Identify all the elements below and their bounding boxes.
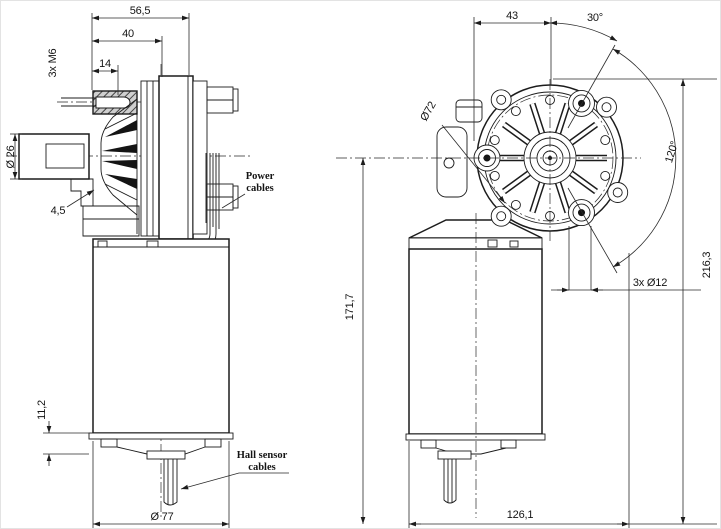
front-view: 43 30° 120° Ø72 3x Ø12 216,3 17 (336, 10, 717, 528)
dim-axis-offset: 43 (506, 10, 518, 22)
motor-body-front (405, 219, 546, 504)
dim-depth-total: 56,5 (130, 5, 151, 17)
dim-angle-top: 30° (587, 12, 603, 24)
dim-flange-offset: 4,5 (51, 205, 66, 217)
hall-sensor-label-line1: Hall sensor (237, 450, 288, 461)
bolt-bosses (473, 89, 595, 227)
side-view: 56,5 40 14 3x M6 Ø 26 4,5 11,2 (5, 5, 289, 528)
power-cables-label-line2: cables (246, 183, 273, 194)
motor-body-side (88, 238, 234, 506)
dim-angle-between-holes: 120° (663, 140, 681, 165)
dim-motor-diameter: Ø 77 (150, 511, 173, 523)
mounting-lug-hole (443, 157, 455, 169)
dim-thread-depth: 14 (99, 58, 111, 70)
dim-cap-height: 11,2 (36, 400, 48, 420)
flange-steps (70, 178, 140, 237)
hall-sensor-label: Hall sensor cables (180, 450, 289, 490)
dim-bolt-circle: Ø72 (418, 100, 439, 124)
dim-motor-height: 171,7 (344, 294, 356, 321)
dim-shaft-diameter: Ø 26 (5, 145, 17, 168)
dim-tapped-holes: 3x M6 (47, 48, 59, 77)
gearbox-housing-side (140, 75, 239, 240)
power-cables-label: Power cables (221, 171, 275, 209)
side-view-dimensions: 56,5 40 14 3x M6 Ø 26 4,5 11,2 (5, 5, 230, 528)
dim-width-total: 126,1 (507, 509, 534, 521)
front-view-dimensions: 43 30° 120° Ø72 3x Ø12 216,3 17 (344, 10, 717, 528)
terminal-cap (455, 99, 483, 123)
output-shaft (18, 133, 90, 180)
worm-wheel-section (100, 93, 138, 234)
worm-hub (61, 90, 138, 115)
dim-height-total: 216,3 (701, 252, 713, 279)
power-cables-label-line1: Power (246, 171, 275, 182)
dim-depth-gear-face: 40 (122, 28, 134, 40)
mounting-lug (436, 126, 468, 198)
hall-sensor-label-line2: cables (248, 462, 275, 473)
mounting-ears (490, 89, 629, 227)
dim-mount-holes: 3x Ø12 (633, 277, 667, 289)
